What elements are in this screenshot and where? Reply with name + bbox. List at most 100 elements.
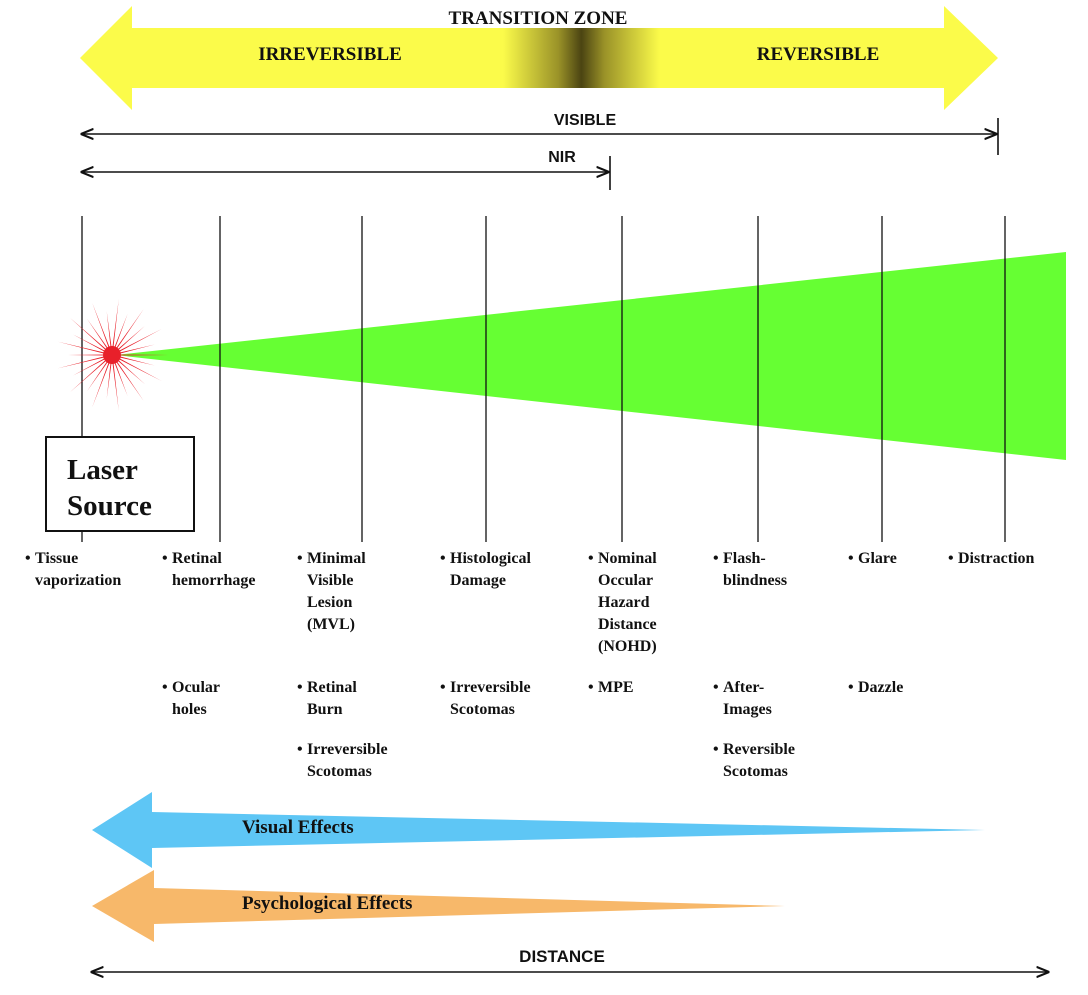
visual-effects-arrow: [92, 792, 985, 868]
effect-item-line: Minimal: [307, 550, 366, 567]
effect-item: •MPE: [588, 677, 634, 699]
effect-item-line: Nominal: [598, 550, 657, 567]
laser-ray: [112, 355, 145, 385]
irreversible-label: IRREVERSIBLE: [258, 44, 402, 65]
laser-ray: [92, 302, 112, 355]
effect-item-line: blindness: [723, 572, 788, 589]
effect-item-line: Retinal: [172, 550, 222, 567]
bullet-icon: •: [440, 550, 446, 567]
laser-ray: [70, 317, 112, 355]
effect-item-line: (MVL): [307, 616, 355, 633]
laser-ray: [112, 355, 128, 397]
laser-source-line-1: Laser: [67, 454, 138, 486]
laser-ray: [87, 355, 112, 392]
visible-range-label: VISIBLE: [554, 112, 617, 129]
effect-item-line: holes: [172, 701, 207, 718]
laser-ray: [112, 328, 162, 355]
effect-item-line: hemorrhage: [172, 572, 256, 589]
laser-ray: [106, 355, 112, 399]
laser-ray: [112, 355, 162, 382]
effect-item-line: Distance: [598, 616, 657, 633]
effect-item: •Flash-blindness: [713, 548, 788, 592]
effect-item-line: Hazard: [598, 594, 650, 611]
effect-item-line: Scotomas: [723, 763, 788, 780]
laser-ray: [112, 308, 144, 355]
laser-ray: [106, 311, 112, 355]
effect-item-line: (NOHD): [598, 638, 657, 655]
laser-ray: [112, 344, 155, 355]
psychological-effects-label: Psychological Effects: [242, 893, 412, 914]
effect-item-line: Scotomas: [307, 763, 372, 780]
bullet-icon: •: [588, 679, 594, 696]
laser-ray: [112, 325, 145, 355]
bullet-icon: •: [297, 741, 303, 758]
effect-item-line: Images: [723, 701, 772, 718]
bullet-icon: •: [713, 679, 719, 696]
bullet-icon: •: [848, 550, 854, 567]
effect-item-line: vaporization: [35, 572, 122, 589]
laser-core: [103, 346, 121, 364]
effect-item-line: Reversible: [723, 741, 795, 758]
effect-item-line: Lesion: [307, 594, 353, 611]
effect-item: •After- Images: [713, 677, 772, 721]
effect-item-line: Dazzle: [858, 679, 904, 696]
bullet-icon: •: [948, 550, 954, 567]
laser-ray: [112, 355, 119, 411]
laser-ray: [112, 354, 168, 356]
laser-beam: [115, 252, 1066, 460]
reversible-label: REVERSIBLE: [757, 44, 880, 65]
nir-range-label: NIR: [548, 149, 576, 166]
effect-item-line: MPE: [598, 679, 634, 696]
effect-item: •Distraction: [948, 548, 1035, 570]
effect-item-line: Flash-: [723, 550, 766, 567]
bullet-icon: •: [848, 679, 854, 696]
distance-label: DISTANCE: [519, 947, 605, 966]
effect-item-line: Distraction: [958, 550, 1035, 567]
effect-item-line: Tissue: [35, 550, 79, 567]
effect-item-line: Scotomas: [450, 701, 515, 718]
laser-ray: [73, 334, 112, 355]
effect-item-line: After-: [723, 679, 765, 696]
laser-starburst-icon: [57, 299, 168, 411]
bullet-icon: •: [713, 741, 719, 758]
effect-item-line: Occular: [598, 572, 654, 589]
effect-item: •Glare: [848, 548, 897, 570]
laser-ray: [87, 318, 112, 355]
laser-source-label: Laser Source: [67, 452, 152, 524]
laser-ray: [112, 313, 128, 355]
reversibility-banner-arrow: [80, 6, 998, 110]
laser-ray: [112, 299, 119, 355]
laser-source-line-2: Source: [67, 490, 152, 522]
bullet-icon: •: [713, 550, 719, 567]
effect-item-line: Burn: [307, 701, 343, 718]
laser-ray: [68, 354, 112, 356]
effect-item-line: Ocular: [172, 679, 220, 696]
effect-item-line: Damage: [450, 572, 506, 589]
bullet-icon: •: [588, 550, 594, 567]
laser-ray: [70, 355, 112, 393]
effect-item-line: Irreversible: [307, 741, 388, 758]
bullet-icon: •: [297, 550, 303, 567]
effect-item-line: Glare: [858, 550, 897, 567]
effect-item-line: Irreversible: [450, 679, 531, 696]
effect-item-line: Histological: [450, 550, 531, 567]
laser-ray: [57, 341, 112, 355]
transition-zone-label: TRANSITION ZONE: [449, 8, 628, 29]
effect-item: •Dazzle: [848, 677, 904, 699]
laser-ray: [92, 355, 112, 408]
psychological-effects-arrow: [92, 870, 785, 942]
bullet-icon: •: [440, 679, 446, 696]
bullet-icon: •: [297, 679, 303, 696]
distance-markers: [81, 216, 1006, 542]
